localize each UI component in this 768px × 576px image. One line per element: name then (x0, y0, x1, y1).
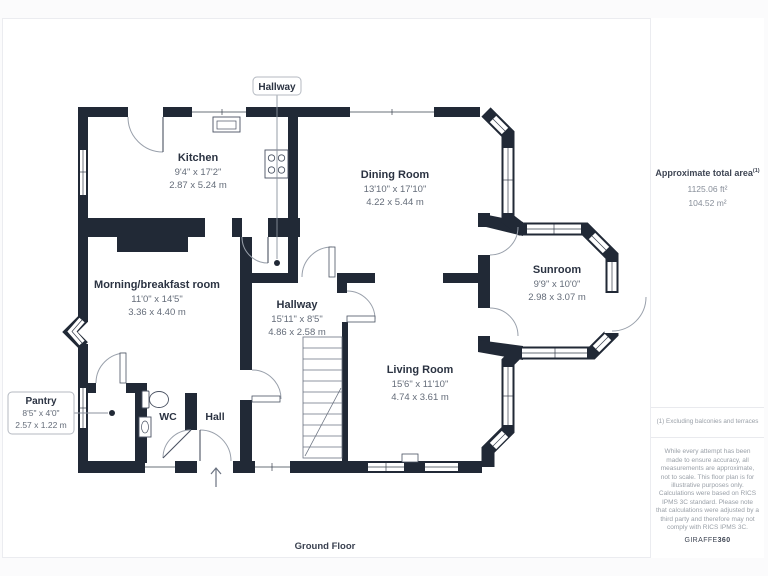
stove-icon (264, 149, 289, 179)
total-area-footnote-marker: (1) (752, 168, 760, 174)
hallway-callout-label: Hallway (258, 82, 296, 93)
room-dim-metric: 3.36 x 4.40 m (128, 307, 186, 318)
room-dim-imperial: 9'9" x 10'0" (534, 279, 581, 290)
windows (67, 109, 620, 471)
room-dim-metric: 4.22 x 5.44 m (366, 197, 424, 208)
room-dim-metric: 4.74 x 3.61 m (391, 392, 449, 403)
room-label-morning: Morning/breakfast room 11'0" x 14'5" 3.3… (94, 279, 220, 318)
total-area-m: 104.52 m² (688, 198, 727, 208)
room-label-hall: Hall (205, 411, 224, 423)
room-label-sunroom: Sunroom 9'9" x 10'0" 2.98 x 3.07 m (528, 264, 586, 303)
room-name: Morning/breakfast room (94, 279, 220, 291)
area-footnote: (1) Excluding balconies and terraces (656, 418, 759, 425)
room-label-living: Living Room 15'6" x 11'10" 4.74 x 3.61 m (387, 364, 454, 403)
divider (651, 407, 764, 408)
floor-label: Ground Floor (295, 541, 356, 552)
pantry-callout: Pantry 8'5" x 4'0" 2.57 x 1.22 m (7, 391, 115, 435)
info-sidebar: Approximate total area(1) 1125.06 ft² 10… (650, 18, 764, 558)
room-dim-imperial: 15'11" x 8'5" (271, 314, 322, 325)
room-name: Hallway (277, 299, 319, 311)
entrance-arrow-icon (210, 467, 222, 487)
room-dim-metric: 4.86 x 2.58 m (268, 327, 326, 338)
pantry-dim-metric: 2.57 x 1.22 m (15, 420, 67, 430)
room-name: Kitchen (178, 152, 219, 164)
pantry-label: Pantry (25, 396, 57, 407)
room-dim-metric: 2.87 x 5.24 m (169, 180, 227, 191)
room-dim-imperial: 11'0" x 14'5" (131, 294, 182, 305)
toilet-icon (141, 390, 169, 409)
brand-logo: GIRAFFE360 (651, 537, 764, 544)
room-name: Living Room (387, 364, 454, 376)
vent-icon (401, 453, 419, 463)
basin-icon (138, 416, 152, 438)
room-dim-imperial: 15'6" x 11'10" (392, 379, 449, 390)
disclaimer-rics: Calculations were based on RICS IPMS 3C … (656, 490, 759, 531)
doors (95, 105, 647, 462)
pantry-callout-dot (109, 410, 115, 416)
room-name: Sunroom (533, 264, 581, 276)
brand-suffix: 360 (717, 537, 731, 544)
room-label-hallway: Hallway 15'11" x 8'5" 4.86 x 2.58 m (268, 299, 326, 338)
room-dim-metric: 2.98 x 3.07 m (528, 292, 586, 303)
total-area-heading: Approximate total area(1) (651, 168, 764, 178)
room-dim-imperial: 13'10" x 17'10" (364, 184, 427, 195)
hallway-callout-dot (274, 260, 280, 266)
brand-name: GIRAFFE (684, 537, 718, 544)
sink-icon (212, 116, 241, 133)
total-area-ft: 1125.06 ft² (687, 184, 728, 194)
room-label-kitchen: Kitchen 9'4" x 17'2" 2.87 x 5.24 m (169, 152, 227, 191)
room-label-dining: Dining Room 13'10" x 17'10" 4.22 x 5.44 … (361, 169, 430, 208)
total-area-label: Approximate total area (655, 168, 753, 178)
stairs-icon (302, 336, 343, 459)
room-label-wc: WC (159, 411, 177, 423)
hallway-callout: Hallway (252, 76, 302, 266)
divider (651, 437, 764, 438)
room-dim-imperial: 9'4" x 17'2" (175, 167, 222, 178)
floor-plan: Hallway Pantry 8'5" x 4'0" 2.57 x 1.22 m… (7, 76, 647, 552)
disclaimer-accuracy: While every attempt has been made to ens… (660, 448, 755, 489)
room-name: Dining Room (361, 169, 430, 181)
pantry-dim-imperial: 8'5" x 4'0" (22, 408, 59, 418)
